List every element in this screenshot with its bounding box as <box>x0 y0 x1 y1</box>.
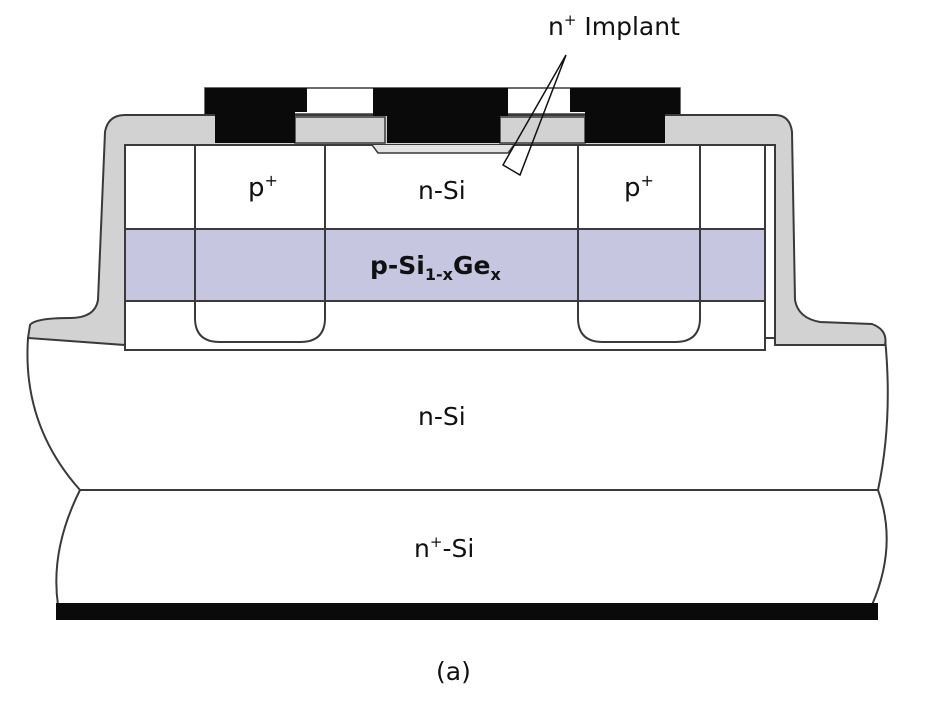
p-plus-left-label: p+ <box>248 171 278 203</box>
n-si-top-label: n-Si <box>418 176 466 205</box>
figure-caption: (a) <box>436 657 471 686</box>
sige-layer-label: p-Si1-xGex <box>370 251 501 284</box>
implant-callout-pointer <box>501 54 567 177</box>
n-plus-si-label: n+-Si <box>414 533 474 563</box>
n-plus-implant-region <box>371 144 515 154</box>
implant-label: n+ Implant <box>548 11 680 41</box>
p-plus-region-left <box>194 145 326 343</box>
backside-contact-metal <box>56 603 878 620</box>
base-contact-right-metal <box>570 88 680 143</box>
base-contact-left-metal <box>205 88 307 143</box>
top-oxide-left <box>294 116 386 144</box>
sige-base-layer <box>124 228 766 302</box>
top-oxide-right <box>499 116 586 144</box>
emitter-contact-metal <box>373 88 508 143</box>
n-si-epi-layer <box>26 337 889 491</box>
oxide-spacer <box>26 114 887 347</box>
p-plus-right-label: p+ <box>624 171 654 203</box>
p-plus-region-right <box>577 145 701 343</box>
n-si-middle-label: n-Si <box>418 402 466 431</box>
